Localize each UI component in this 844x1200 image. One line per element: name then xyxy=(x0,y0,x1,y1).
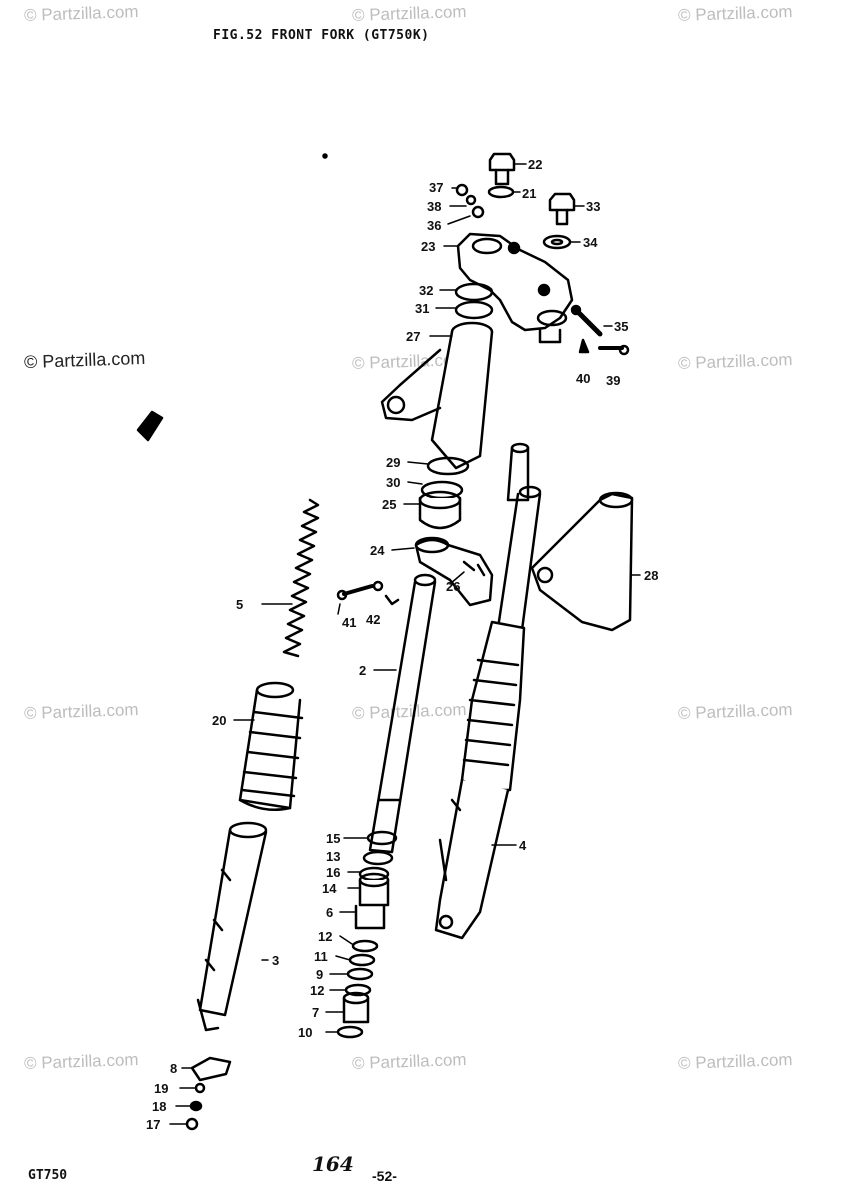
part-32-seal xyxy=(454,282,494,302)
callout-29: 29 xyxy=(386,455,401,470)
figure-title: FIG.52 FRONT FORK (GT750K) xyxy=(213,28,430,43)
callout-14: 14 xyxy=(322,881,337,896)
callout-22: 22 xyxy=(528,157,543,172)
callout-18: 18 xyxy=(152,1099,167,1114)
callout-8: 8 xyxy=(170,1061,178,1076)
callout-5: 5 xyxy=(236,597,244,612)
callout-16: 16 xyxy=(326,865,341,880)
part-18-washer xyxy=(189,1100,203,1112)
part-33-bolt xyxy=(548,192,576,226)
callout-28: 28 xyxy=(644,568,659,583)
callout-30: 30 xyxy=(386,475,401,490)
part-3-outer-tube xyxy=(196,821,268,1032)
callout-12-lower: 12 xyxy=(310,983,325,998)
callout-42: 42 xyxy=(366,612,381,627)
part-12-circlip xyxy=(351,939,379,953)
callout-35: 35 xyxy=(614,319,629,334)
part-37-38-36-small-parts xyxy=(455,183,485,219)
callout-12: 12 xyxy=(318,929,333,944)
callout-21: 21 xyxy=(522,186,537,201)
part-41-bolt xyxy=(336,584,374,601)
model-code: GT750 xyxy=(28,1168,68,1183)
part-25-cap xyxy=(418,490,462,530)
callout-36: 36 xyxy=(427,218,442,233)
callout-38: 38 xyxy=(427,199,442,214)
callout-7: 7 xyxy=(312,1005,320,1020)
callout-10: 10 xyxy=(298,1025,313,1040)
part-23-upper-bracket xyxy=(456,232,574,344)
part-40-washer xyxy=(578,338,590,354)
callout-6: 6 xyxy=(326,905,334,920)
callout-2: 2 xyxy=(359,663,367,678)
part-22-bolt xyxy=(488,152,516,186)
callout-20: 20 xyxy=(212,713,227,728)
callout-23: 23 xyxy=(421,239,436,254)
part-14-piston xyxy=(358,872,390,907)
figure-code: -52- xyxy=(372,1168,397,1184)
callout-34: 34 xyxy=(583,235,598,250)
part-6-cylinder xyxy=(354,904,386,930)
callout-17: 17 xyxy=(146,1117,161,1132)
steering-stem xyxy=(506,442,530,502)
part-4-fork-assembly xyxy=(434,485,542,940)
part-19-washer xyxy=(194,1082,206,1094)
part-29-ring xyxy=(426,456,470,476)
part-39-bolt xyxy=(598,344,630,356)
part-35-bolt xyxy=(570,304,603,337)
callout-26: 26 xyxy=(446,579,461,594)
clip-mark xyxy=(136,153,328,442)
callout-11: 11 xyxy=(314,949,328,964)
part-20-boot xyxy=(238,681,304,811)
part-28-headlight-bracket xyxy=(530,491,634,632)
part-9-ring xyxy=(346,967,374,981)
callout-37: 37 xyxy=(429,180,444,195)
part-17-nut xyxy=(185,1117,199,1131)
callout-24: 24 xyxy=(370,543,385,558)
callout-4: 4 xyxy=(519,838,527,853)
part-10-ring xyxy=(336,1025,364,1039)
callout-33: 33 xyxy=(586,199,601,214)
callout-9: 9 xyxy=(316,967,324,982)
part-5-spring xyxy=(282,498,320,658)
callout-31: 31 xyxy=(415,301,430,316)
callout-32: 32 xyxy=(419,283,434,298)
callout-19: 19 xyxy=(154,1081,169,1096)
callout-3: 3 xyxy=(272,953,280,968)
part-24-lower-bracket xyxy=(414,536,494,607)
callout-39: 39 xyxy=(606,373,621,388)
part-7-collar xyxy=(342,991,370,1024)
part-26-bolt xyxy=(462,560,486,577)
callout-41: 41 xyxy=(342,615,357,630)
callout-25: 25 xyxy=(382,497,397,512)
part-8-axle-holder xyxy=(190,1056,232,1082)
part-42-washer xyxy=(372,580,400,606)
callout-13: 13 xyxy=(326,849,341,864)
part-21-washer xyxy=(487,185,515,199)
callout-15: 15 xyxy=(326,831,341,846)
callout-40: 40 xyxy=(576,371,591,386)
part-31-seal xyxy=(454,300,494,320)
leader-lines xyxy=(169,163,641,1125)
part-11-ring xyxy=(348,953,376,967)
part-34-washer xyxy=(542,234,572,250)
callout-27: 27 xyxy=(406,329,421,344)
page-number: 164 xyxy=(312,1152,354,1176)
part-13-ring xyxy=(362,850,394,866)
part-27-upper-cover xyxy=(380,321,494,470)
